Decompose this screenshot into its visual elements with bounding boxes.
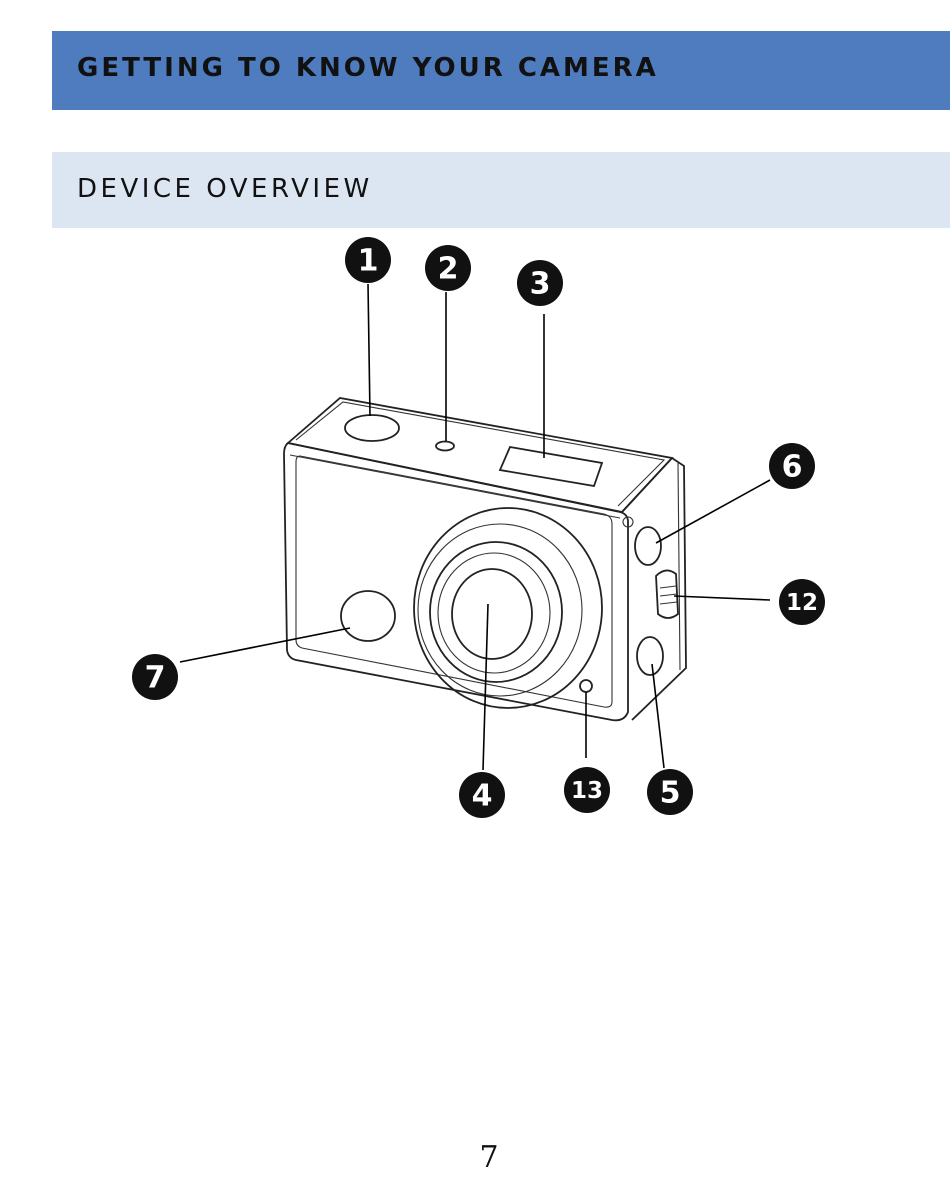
camera-front-bezel xyxy=(295,455,613,708)
side-button-lower-shape xyxy=(636,636,664,676)
callout-number: 13 xyxy=(571,778,603,804)
callout-badge-3: 3 xyxy=(517,260,563,306)
callout-line-1 xyxy=(367,283,371,417)
mode-switch-ridges xyxy=(659,585,678,605)
callout-line-4 xyxy=(482,603,489,771)
lens-outer-ring xyxy=(413,507,603,709)
camera-front-top-line xyxy=(289,454,621,519)
callout-number: 6 xyxy=(782,450,803,485)
callout-badge-6: 6 xyxy=(769,443,815,489)
callout-badge-4: 4 xyxy=(459,772,505,818)
callout-number: 3 xyxy=(530,267,551,302)
lens-glass xyxy=(451,568,533,660)
callout-number: 12 xyxy=(786,590,818,616)
callout-badge-5: 5 xyxy=(647,769,693,815)
led-shape xyxy=(579,679,593,693)
callout-line-6 xyxy=(655,479,771,544)
chapter-title: GETTING TO KNOW YOUR CAMERA xyxy=(77,53,659,83)
callout-line-5 xyxy=(651,663,665,769)
callout-lines xyxy=(179,283,771,771)
top-lcd-shape xyxy=(498,445,604,488)
camera-illustration xyxy=(283,397,687,722)
callout-number: 7 xyxy=(145,661,166,696)
camera-side-edge xyxy=(677,461,681,671)
callout-badge-7: 7 xyxy=(132,654,178,700)
camera-top-inner-edge xyxy=(295,401,666,507)
callout-number: 1 xyxy=(358,244,379,279)
screw-shape xyxy=(622,516,634,528)
front-button-shape xyxy=(340,590,396,642)
chapter-header-bar: GETTING TO KNOW YOUR CAMERA xyxy=(52,31,950,110)
callout-badge-1: 1 xyxy=(345,237,391,283)
lens-bezel-ring xyxy=(417,523,583,697)
callout-line-7 xyxy=(179,627,351,663)
section-title: DEVICE OVERVIEW xyxy=(77,174,373,204)
callout-badge-2: 2 xyxy=(425,245,471,291)
callout-number: 2 xyxy=(438,252,459,287)
page-number: 7 xyxy=(479,1140,499,1175)
callout-number: 4 xyxy=(472,779,493,814)
callout-badge-12: 12 xyxy=(779,579,825,625)
callout-line-12 xyxy=(673,595,771,601)
camera-side-face xyxy=(621,456,687,721)
callout-badge-13: 13 xyxy=(564,767,610,813)
callout-number: 5 xyxy=(660,776,681,811)
side-button-upper-shape xyxy=(634,526,662,566)
section-header-bar: DEVICE OVERVIEW xyxy=(52,152,950,228)
mode-switch-shape xyxy=(655,569,679,619)
camera-front-face xyxy=(283,442,629,722)
microphone-shape xyxy=(435,440,455,452)
lens-inner-ring xyxy=(437,552,551,674)
lens-mid-ring xyxy=(429,541,563,683)
shutter-button-shape xyxy=(344,414,400,442)
